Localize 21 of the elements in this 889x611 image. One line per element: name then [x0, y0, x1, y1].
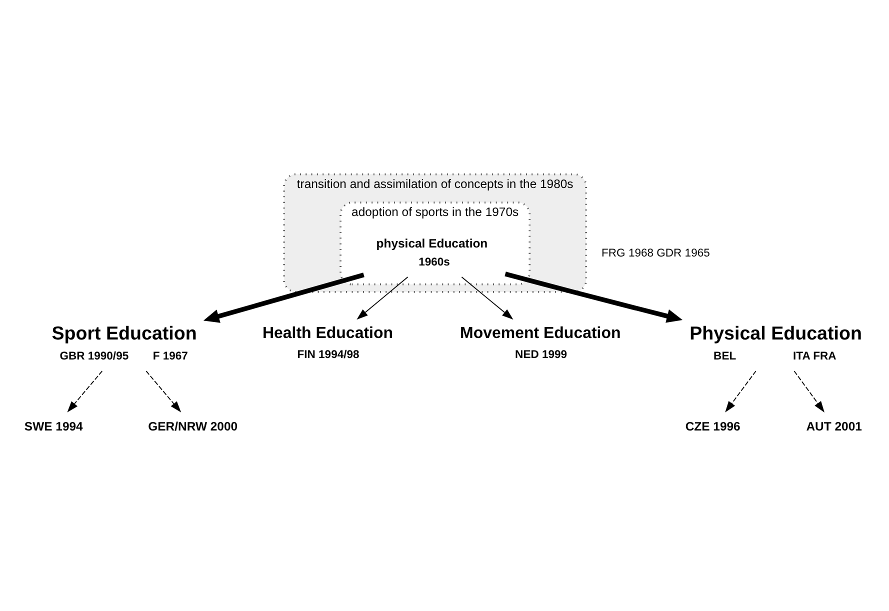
arrow	[725, 370, 756, 412]
arrow	[146, 370, 182, 412]
node-label: F 1967	[152, 350, 188, 362]
arrow	[67, 370, 103, 412]
arrow	[461, 276, 514, 320]
node-text: AUT 2001	[806, 419, 862, 434]
node-text: Movement Education NED 1999	[460, 324, 621, 360]
node-text: GER/NRW 2000	[148, 419, 238, 434]
arrow	[794, 370, 824, 412]
label: FRG 1968 GDR 1965	[602, 247, 710, 260]
node-label: ITA FRA	[793, 350, 836, 362]
node-text: SWE 1994	[24, 419, 83, 434]
node-label: GBR 1990/95	[60, 350, 129, 362]
node-text: Sport Education	[52, 322, 197, 343]
node-text: physical Education 1960s	[376, 236, 488, 268]
node-text: Health Education FIN 1994/98	[262, 324, 394, 360]
node-label: BEL	[714, 350, 736, 362]
arrow	[356, 276, 408, 320]
node-text: CZE 1996	[685, 419, 740, 434]
arrow	[203, 272, 364, 322]
node-text: Physical Education	[690, 322, 862, 343]
